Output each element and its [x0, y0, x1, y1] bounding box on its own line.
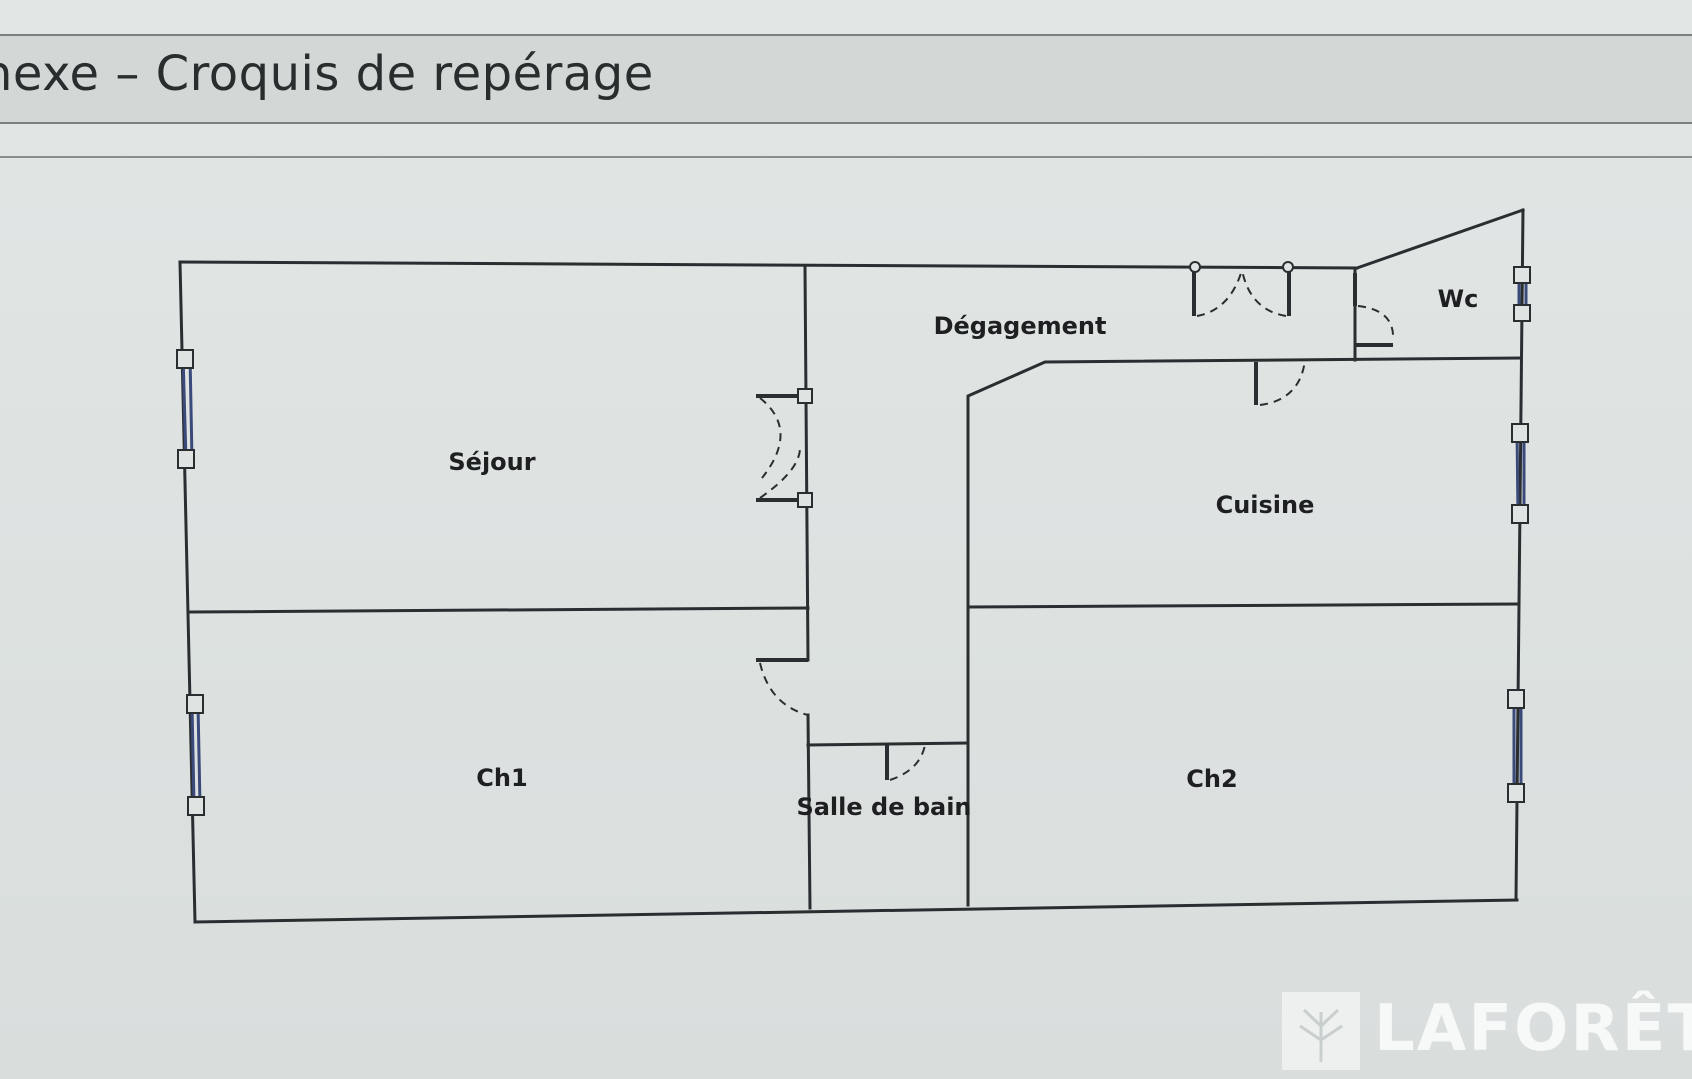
door-wc-swing [1357, 305, 1395, 341]
room-label-cuisine: Cuisine [1216, 491, 1315, 519]
wall-cuisine-corridor [966, 356, 1523, 907]
room-label-wc: Wc [1438, 285, 1479, 313]
page-title: nexe – Croquis de repérage [0, 46, 654, 102]
window-cuisine [1515, 429, 1520, 516]
wc-slanted-wall [1355, 208, 1525, 270]
room-label-ch2: Ch2 [1186, 765, 1237, 793]
room-label-salle-de-bain: Salle de bain [796, 793, 971, 821]
watermark-logo: LAFORÊT [1282, 988, 1692, 1070]
wall-sejour-corridor [803, 266, 810, 662]
door-entry-swing [1196, 269, 1243, 317]
wall-ch1-corridor [806, 713, 812, 910]
wall-cuisine-ch2 [966, 602, 1520, 609]
door-ch1-swing [759, 662, 809, 716]
tree-icon [1282, 992, 1360, 1070]
room-label-ch1: Ch1 [476, 764, 527, 792]
room-label-sejour: Séjour [448, 448, 535, 476]
divider [0, 156, 1692, 158]
window-sejour [181, 354, 188, 461]
room-label-degagement: Dégagement [934, 312, 1107, 340]
wall-sejour-ch1 [188, 606, 810, 614]
door-bath-swing [889, 744, 926, 781]
brand-name: LAFORÊT [1374, 992, 1692, 1066]
wall-bath-top [806, 741, 970, 747]
door-sejour-swing [759, 397, 782, 479]
title-band: nexe – Croquis de repérage [0, 34, 1692, 124]
outer-wall [178, 260, 1359, 270]
window-ch1 [190, 704, 196, 806]
door-cuisine-swing [1259, 359, 1306, 406]
outer-wall-south [193, 898, 1519, 924]
